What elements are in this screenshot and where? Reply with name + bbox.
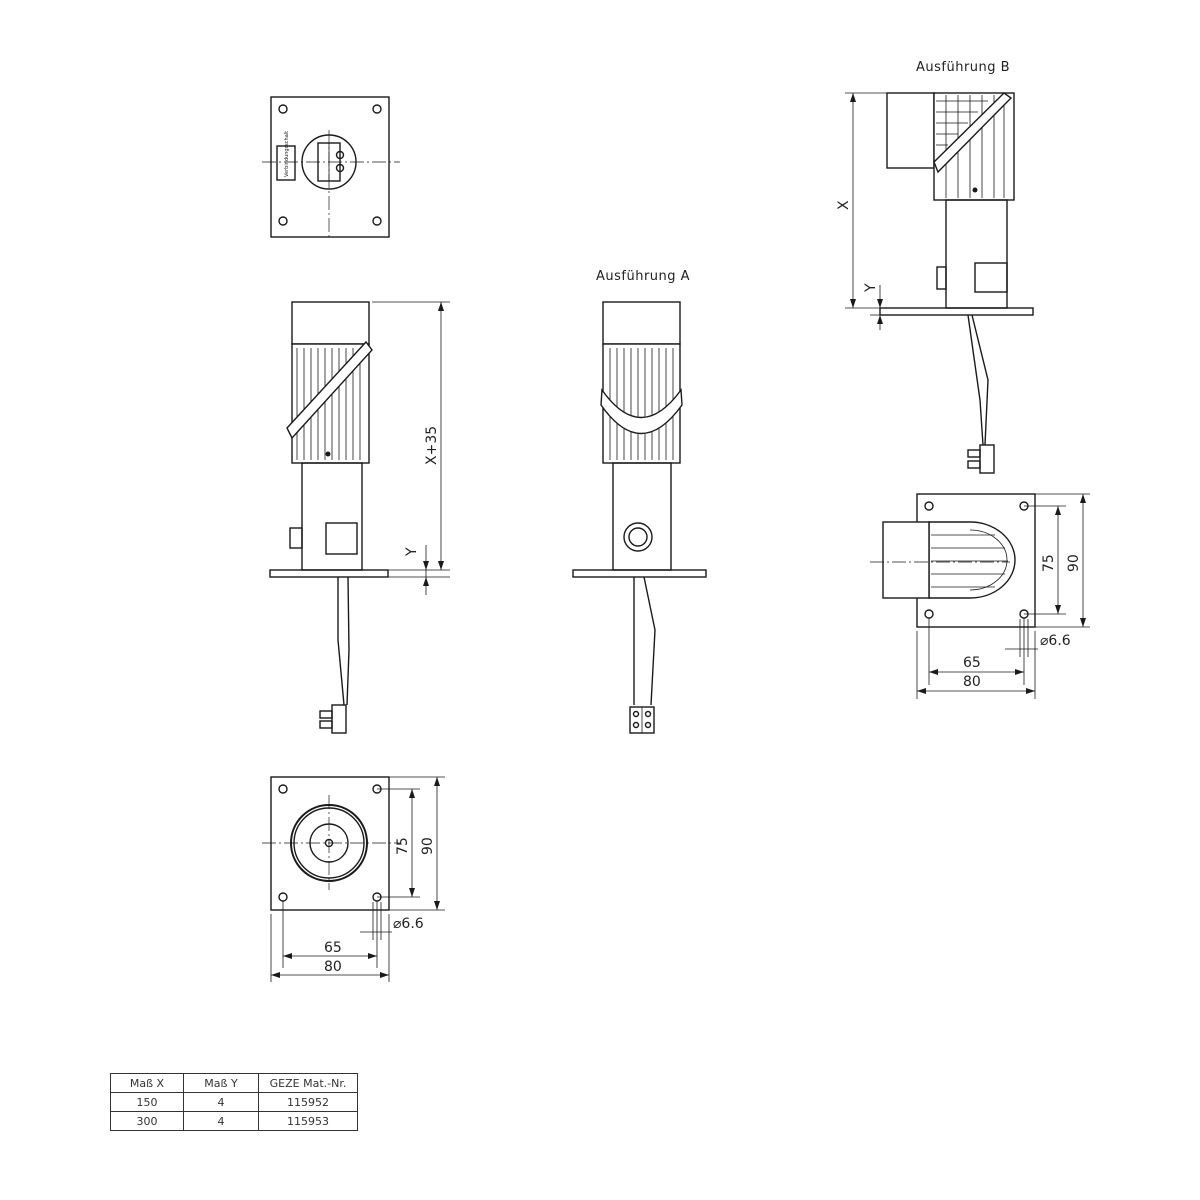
dim-65-bottom: 65 [324, 940, 342, 956]
table-cell: 300 [110, 1111, 184, 1131]
variant-b-dimensions: X Y [836, 92, 887, 330]
table-cell: 115953 [258, 1111, 358, 1131]
dim-90-right: 90 [1066, 554, 1082, 572]
table-header: GEZE Mat.-Nr. [258, 1073, 358, 1093]
variant-a-title: Ausführung A [596, 269, 690, 284]
dim-75-right: 75 [1041, 554, 1057, 572]
plate-label: Verbindungsschalt [284, 131, 290, 177]
dim-y-b: Y [863, 283, 879, 293]
side-view [269, 301, 389, 734]
table-row: 150 4 115952 [110, 1092, 358, 1112]
dim-x-b: X [836, 200, 852, 210]
dim-65-right: 65 [963, 655, 981, 671]
dim-80-right: 80 [963, 674, 981, 690]
bottom-view [262, 776, 400, 911]
dim-hole-bottom: ⌀6.6 [393, 916, 424, 932]
variant-b-top-view [870, 493, 1036, 628]
bottom-view-dimensions: 75 90 ⌀6.6 65 80 [270, 776, 445, 982]
table-row: 300 4 115953 [110, 1111, 358, 1131]
variant-a-view: Ausführung A [572, 269, 707, 734]
dim-90-bottom: 90 [420, 837, 436, 855]
table-cell: 4 [183, 1111, 259, 1131]
table-header: Maß X [110, 1073, 184, 1093]
variant-b-side-view: Ausführung B [879, 60, 1034, 474]
table-header-row: Maß X Maß Y GEZE Mat.-Nr. [110, 1073, 358, 1093]
variant-b-top-dimensions: 75 90 ⌀6.6 65 80 [916, 493, 1090, 699]
dim-x-plus-35: X+35 [424, 426, 440, 465]
dim-y-main: Y [404, 547, 420, 557]
table-cell: 150 [110, 1092, 184, 1112]
variant-b-title: Ausführung B [916, 60, 1010, 75]
table-header: Maß Y [183, 1073, 259, 1093]
table-cell: 4 [183, 1092, 259, 1112]
dim-75-bottom: 75 [395, 837, 411, 855]
dimension-table: Maß X Maß Y GEZE Mat.-Nr. 150 4 115952 3… [110, 1073, 358, 1131]
table-cell: 115952 [258, 1092, 358, 1112]
top-view: Verbindungsschalt [262, 96, 400, 240]
side-view-dimensions: X+35 Y [372, 301, 450, 595]
dim-80-bottom: 80 [324, 959, 342, 975]
dim-hole-right: ⌀6.6 [1040, 633, 1071, 649]
